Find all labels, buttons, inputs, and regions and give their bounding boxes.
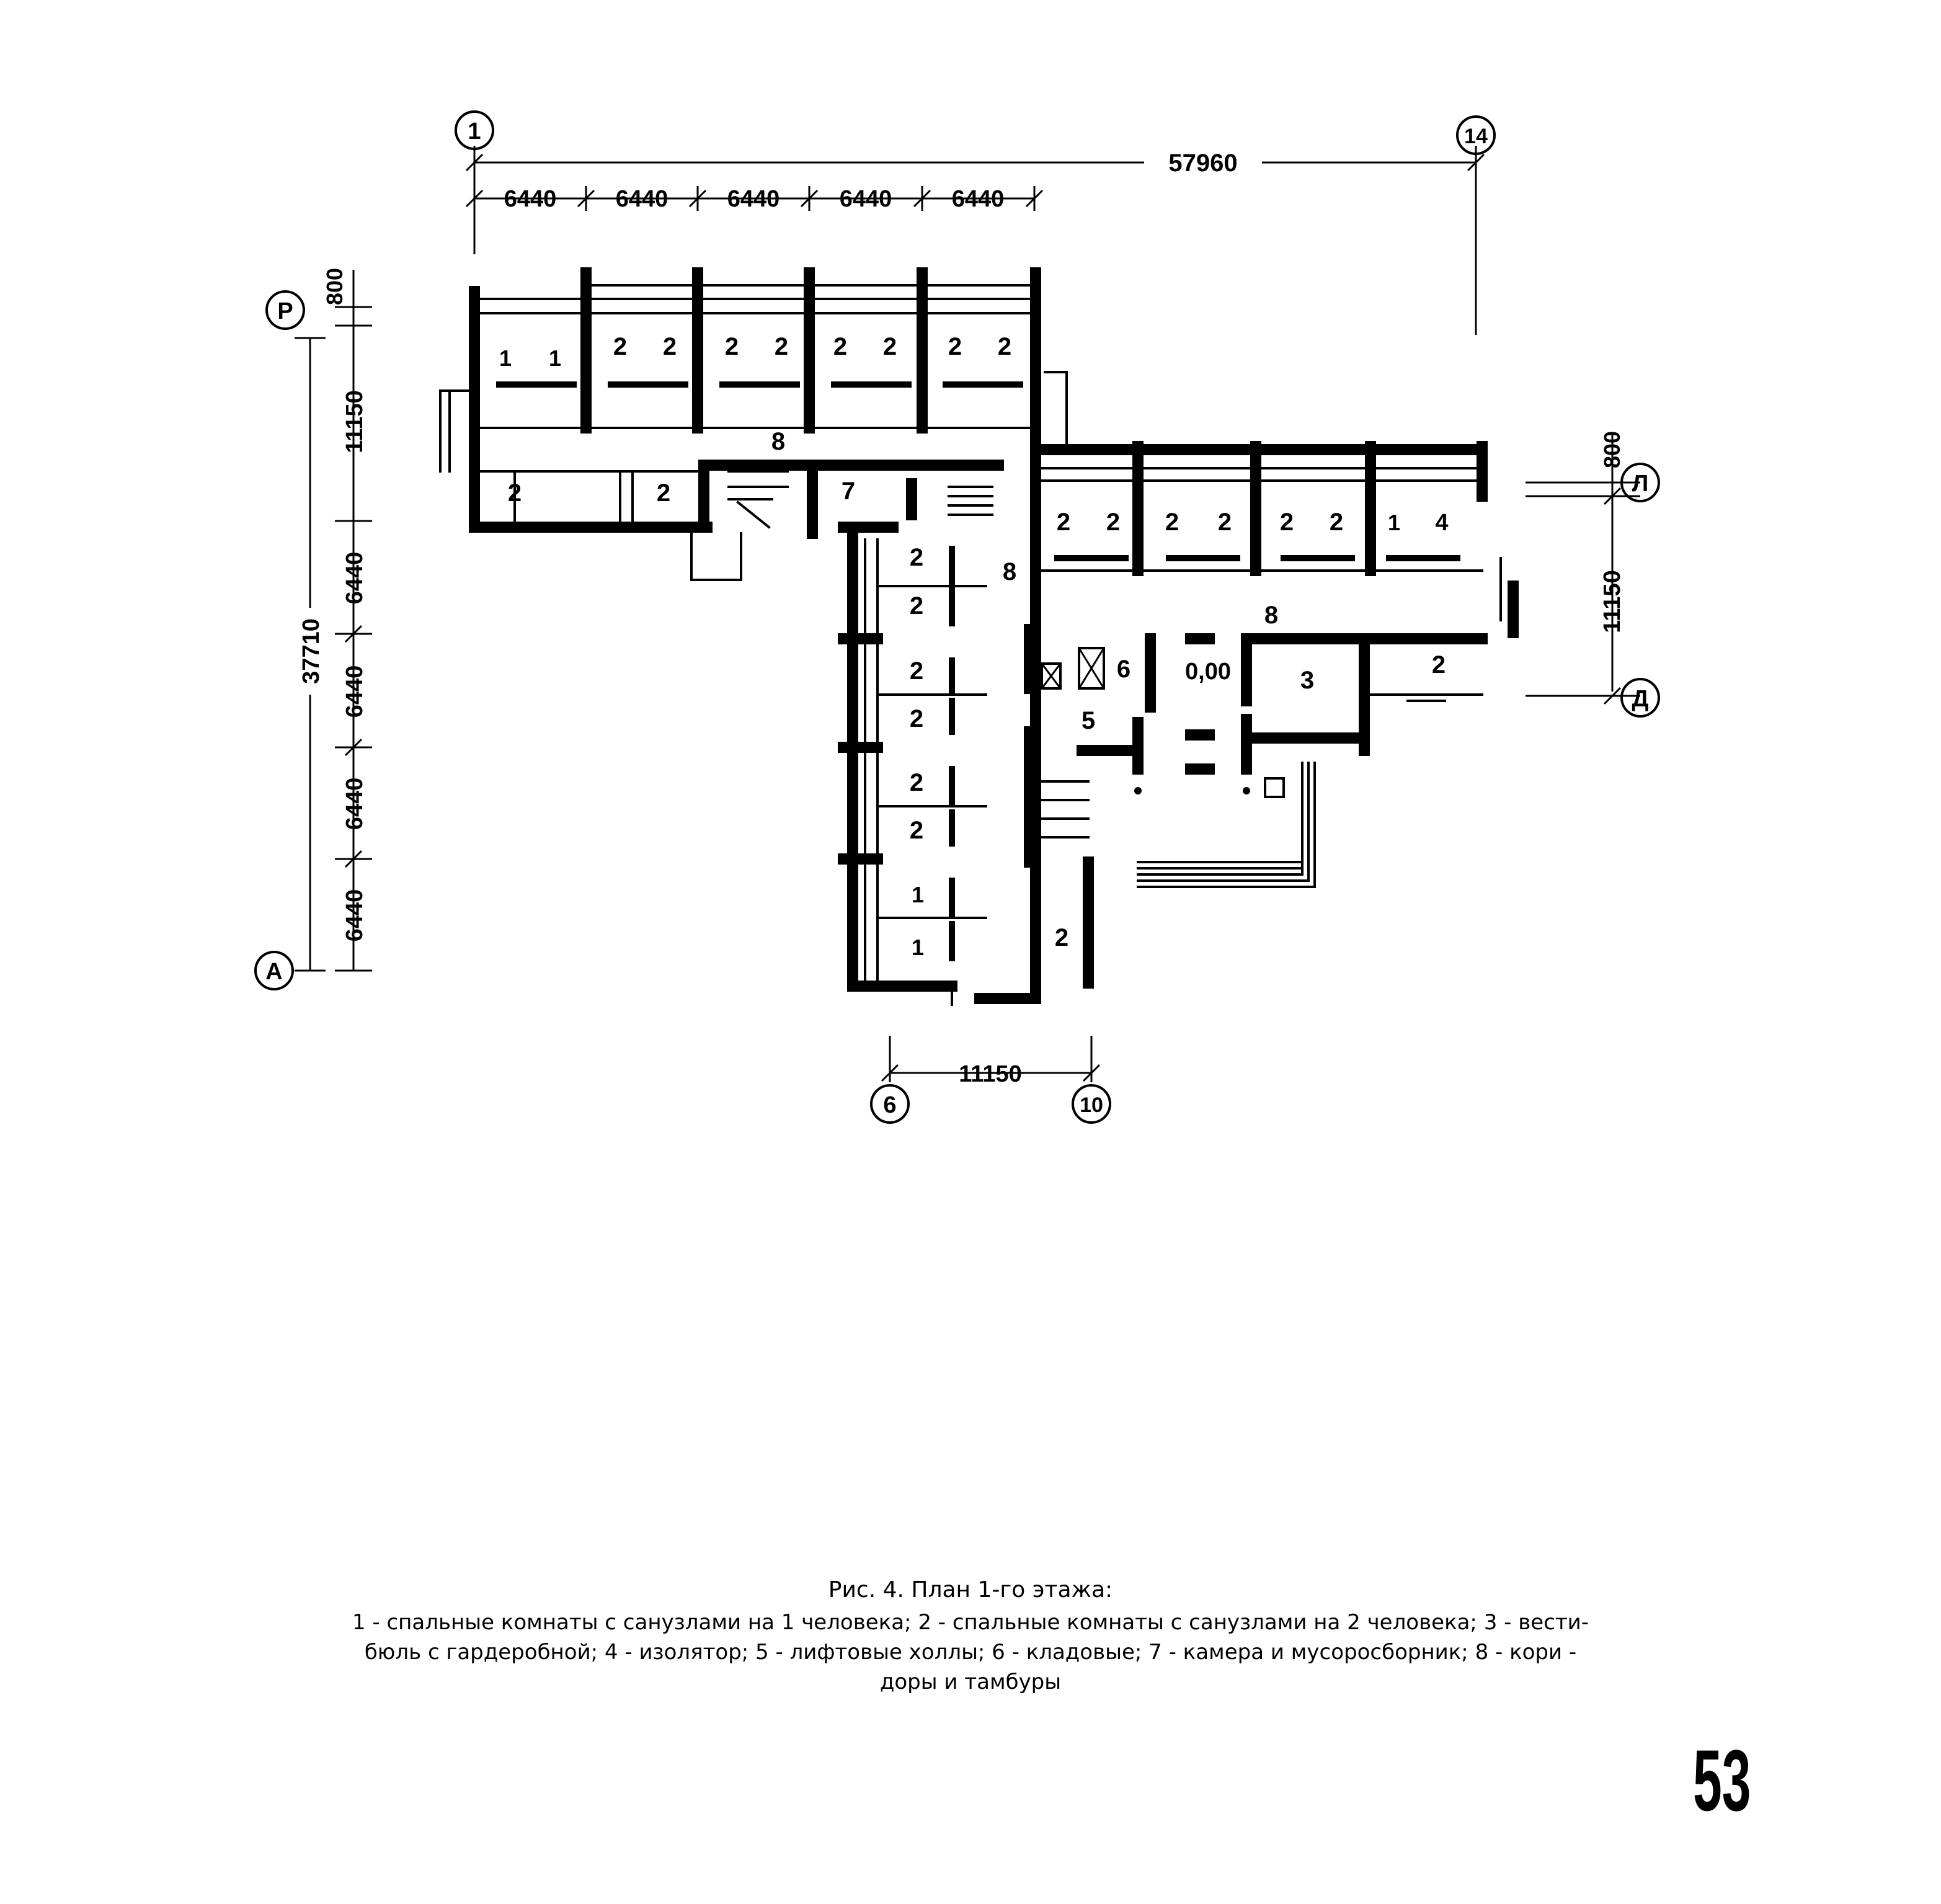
room-2-tl1: 2 — [508, 479, 522, 507]
bay-dim-4: 6440 — [840, 186, 892, 212]
room-2-l5: 2 — [910, 769, 923, 796]
room-2-r3: 2 — [1165, 509, 1179, 536]
room-1-l1: 1 — [912, 882, 924, 907]
caption-line-3: доры и тамбуры — [879, 1670, 1062, 1694]
figure-caption: Рис. 4. План 1-го этажа: 1 - спальные ко… — [180, 1575, 1761, 1697]
axis-6-label: 6 — [883, 1092, 896, 1118]
block-depth-dim-left: 11150 — [342, 390, 368, 453]
room-2-r2: 2 — [1106, 509, 1120, 536]
corridor-8-right: 8 — [1264, 602, 1278, 629]
room-2-t4: 2 — [775, 333, 788, 360]
room-2-r5: 2 — [1280, 509, 1294, 536]
room-2-t5: 2 — [833, 333, 847, 360]
room-2-r1: 2 — [1057, 509, 1070, 536]
dimension-lines — [254, 110, 1660, 1124]
overall-height-dim: 37710 — [298, 618, 324, 684]
block-depth-dim-right: 11150 — [1599, 570, 1625, 633]
bay-dim-5: 6440 — [952, 186, 1005, 212]
dimension-labels: 1 14 Р А Л Д 6 10 57960 6440 6440 6440 6… — [265, 118, 1648, 1118]
axis-p-label: Р — [277, 298, 293, 324]
axis-10-label: 10 — [1080, 1093, 1103, 1117]
room-2-l3: 2 — [910, 657, 923, 685]
corridor-8-mid: 8 — [1003, 558, 1016, 585]
room-1-r: 1 — [1388, 510, 1400, 535]
room-2-l6: 2 — [910, 817, 923, 844]
room-1-l2: 1 — [912, 935, 924, 960]
caption-line-2: бюль с гардеробной; 4 - изолятор; 5 - ли… — [364, 1640, 1577, 1665]
bay-dim-2: 6440 — [616, 186, 668, 212]
overall-width-dim: 57960 — [1168, 149, 1237, 177]
room-labels: 1 1 2 2 2 2 2 2 2 2 8 2 2 7 2 2 2 2 2 2 … — [499, 333, 1449, 960]
room-3: 3 — [1300, 667, 1314, 694]
bay-dim-1: 6440 — [504, 186, 557, 212]
room-2-r4: 2 — [1218, 509, 1232, 536]
left-bay-dim-3: 6440 — [342, 778, 368, 830]
axis-a-left-label: А — [265, 959, 282, 985]
room-2-t8: 2 — [998, 333, 1011, 360]
left-bay-dim-2: 6440 — [342, 665, 368, 718]
level-mark: 0,00 — [1185, 659, 1231, 685]
room-2-t6: 2 — [883, 333, 897, 360]
room-5: 5 — [1082, 707, 1095, 734]
offset-dim-top-left: 800 — [322, 268, 347, 305]
left-bay-dim-4: 6440 — [342, 889, 368, 942]
room-1a: 1 — [499, 345, 512, 371]
caption-title: Рис. 4. План 1-го этажа: — [828, 1577, 1113, 1603]
room-2-t1: 2 — [613, 333, 627, 360]
building-outline — [439, 267, 1519, 1006]
page-number: 53 — [1693, 1732, 1751, 1829]
room-2-l2: 2 — [910, 592, 923, 620]
axis-d-label: Д — [1632, 686, 1648, 712]
axis-1-label: 1 — [468, 118, 481, 145]
caption-line-1: 1 - спальные комнаты с санузлами на 1 че… — [352, 1610, 1589, 1635]
room-2-t7: 2 — [948, 333, 962, 360]
room-7: 7 — [842, 478, 855, 505]
axis-l-label: Л — [1632, 471, 1649, 497]
room-2-lb: 2 — [1055, 924, 1068, 951]
room-6: 6 — [1117, 656, 1130, 683]
room-1b: 1 — [549, 345, 561, 371]
corridor-8-top: 8 — [771, 428, 785, 455]
room-2-r6: 2 — [1330, 509, 1343, 536]
room-2-t2: 2 — [663, 333, 677, 360]
room-2-t3: 2 — [725, 333, 739, 360]
axis-14-label: 14 — [1464, 125, 1488, 148]
offset-dim-right: 800 — [1599, 431, 1625, 468]
room-4: 4 — [1435, 510, 1448, 536]
room-2-tl2: 2 — [657, 479, 670, 507]
room-2-l4: 2 — [910, 705, 923, 732]
bay-dim-3: 6440 — [727, 186, 780, 212]
left-bay-dim-1: 6440 — [342, 552, 368, 605]
bottom-span-dim: 11150 — [959, 1061, 1021, 1087]
room-2-rd: 2 — [1432, 651, 1446, 678]
room-2-l1: 2 — [910, 544, 923, 571]
